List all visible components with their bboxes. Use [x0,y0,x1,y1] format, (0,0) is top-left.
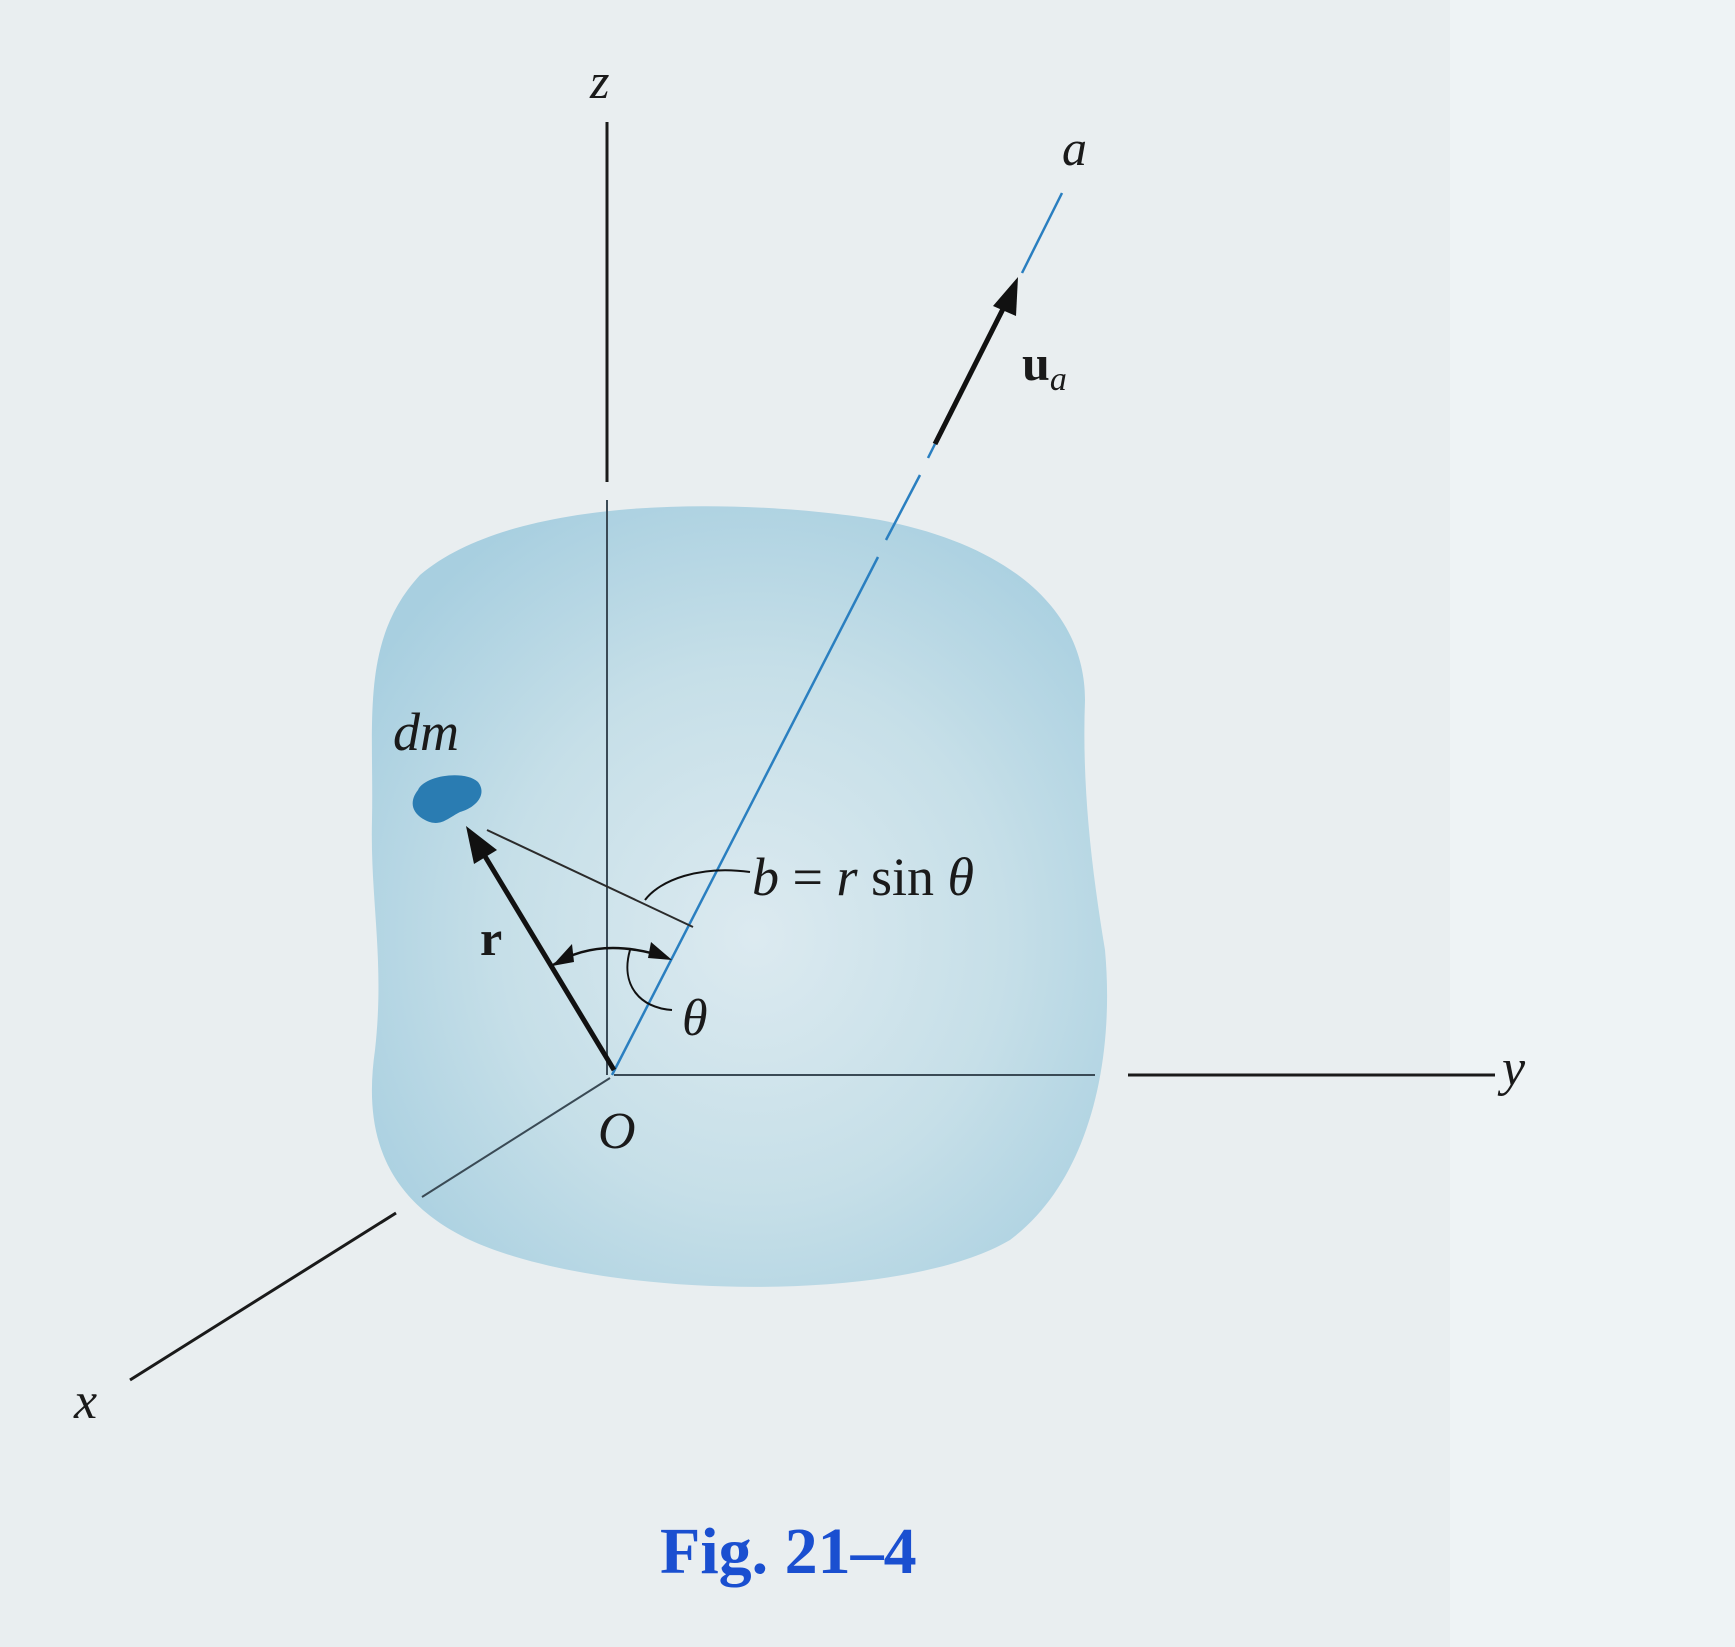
r-vector-label: r [480,910,502,966]
unit-vector-ua-arrowhead [993,277,1018,316]
dm-label: dm [393,702,459,762]
z-axis-label: z [589,53,609,109]
page-right-margin [1450,0,1735,1647]
angle-arc-arrow-left [552,944,574,966]
a-axis-dash-1 [884,474,922,541]
ua-label-main: u [1022,335,1050,391]
x-axis-inside [421,1077,611,1198]
origin-label: O [598,1103,636,1160]
equation-leader [644,869,751,901]
figure-caption: Fig. 21–4 [660,1515,917,1588]
position-vector-r-arrowhead [466,826,497,864]
eq-equals: = [793,847,823,907]
eq-rhs-var: r [836,847,858,907]
distance-b-line [486,829,694,928]
y-axis-label: y [1497,1040,1526,1097]
a-axis-dash-2 [926,443,937,459]
unit-vector-ua [932,297,1011,446]
angle-arc-arrow-right [648,942,672,960]
eq-lhs: b [752,847,779,907]
position-vector-r [477,846,617,1072]
theta-label: θ [682,990,708,1047]
ua-label: ua [1022,335,1067,398]
x-axis-label: x [73,1373,97,1430]
eq-rhs-angle: θ [948,847,975,907]
eq-rhs-fn: sin [871,847,934,907]
mass-element-blob [412,775,482,823]
a-axis-label: a [1062,120,1087,176]
theta-leader [626,949,673,1011]
ua-label-subscript: a [1050,361,1067,398]
a-axis [610,556,880,1076]
equation-label: b = r sin θ [752,847,974,907]
x-axis-outside [129,1211,397,1382]
a-axis-dash-3 [1020,192,1064,274]
rigid-body [371,506,1108,1287]
